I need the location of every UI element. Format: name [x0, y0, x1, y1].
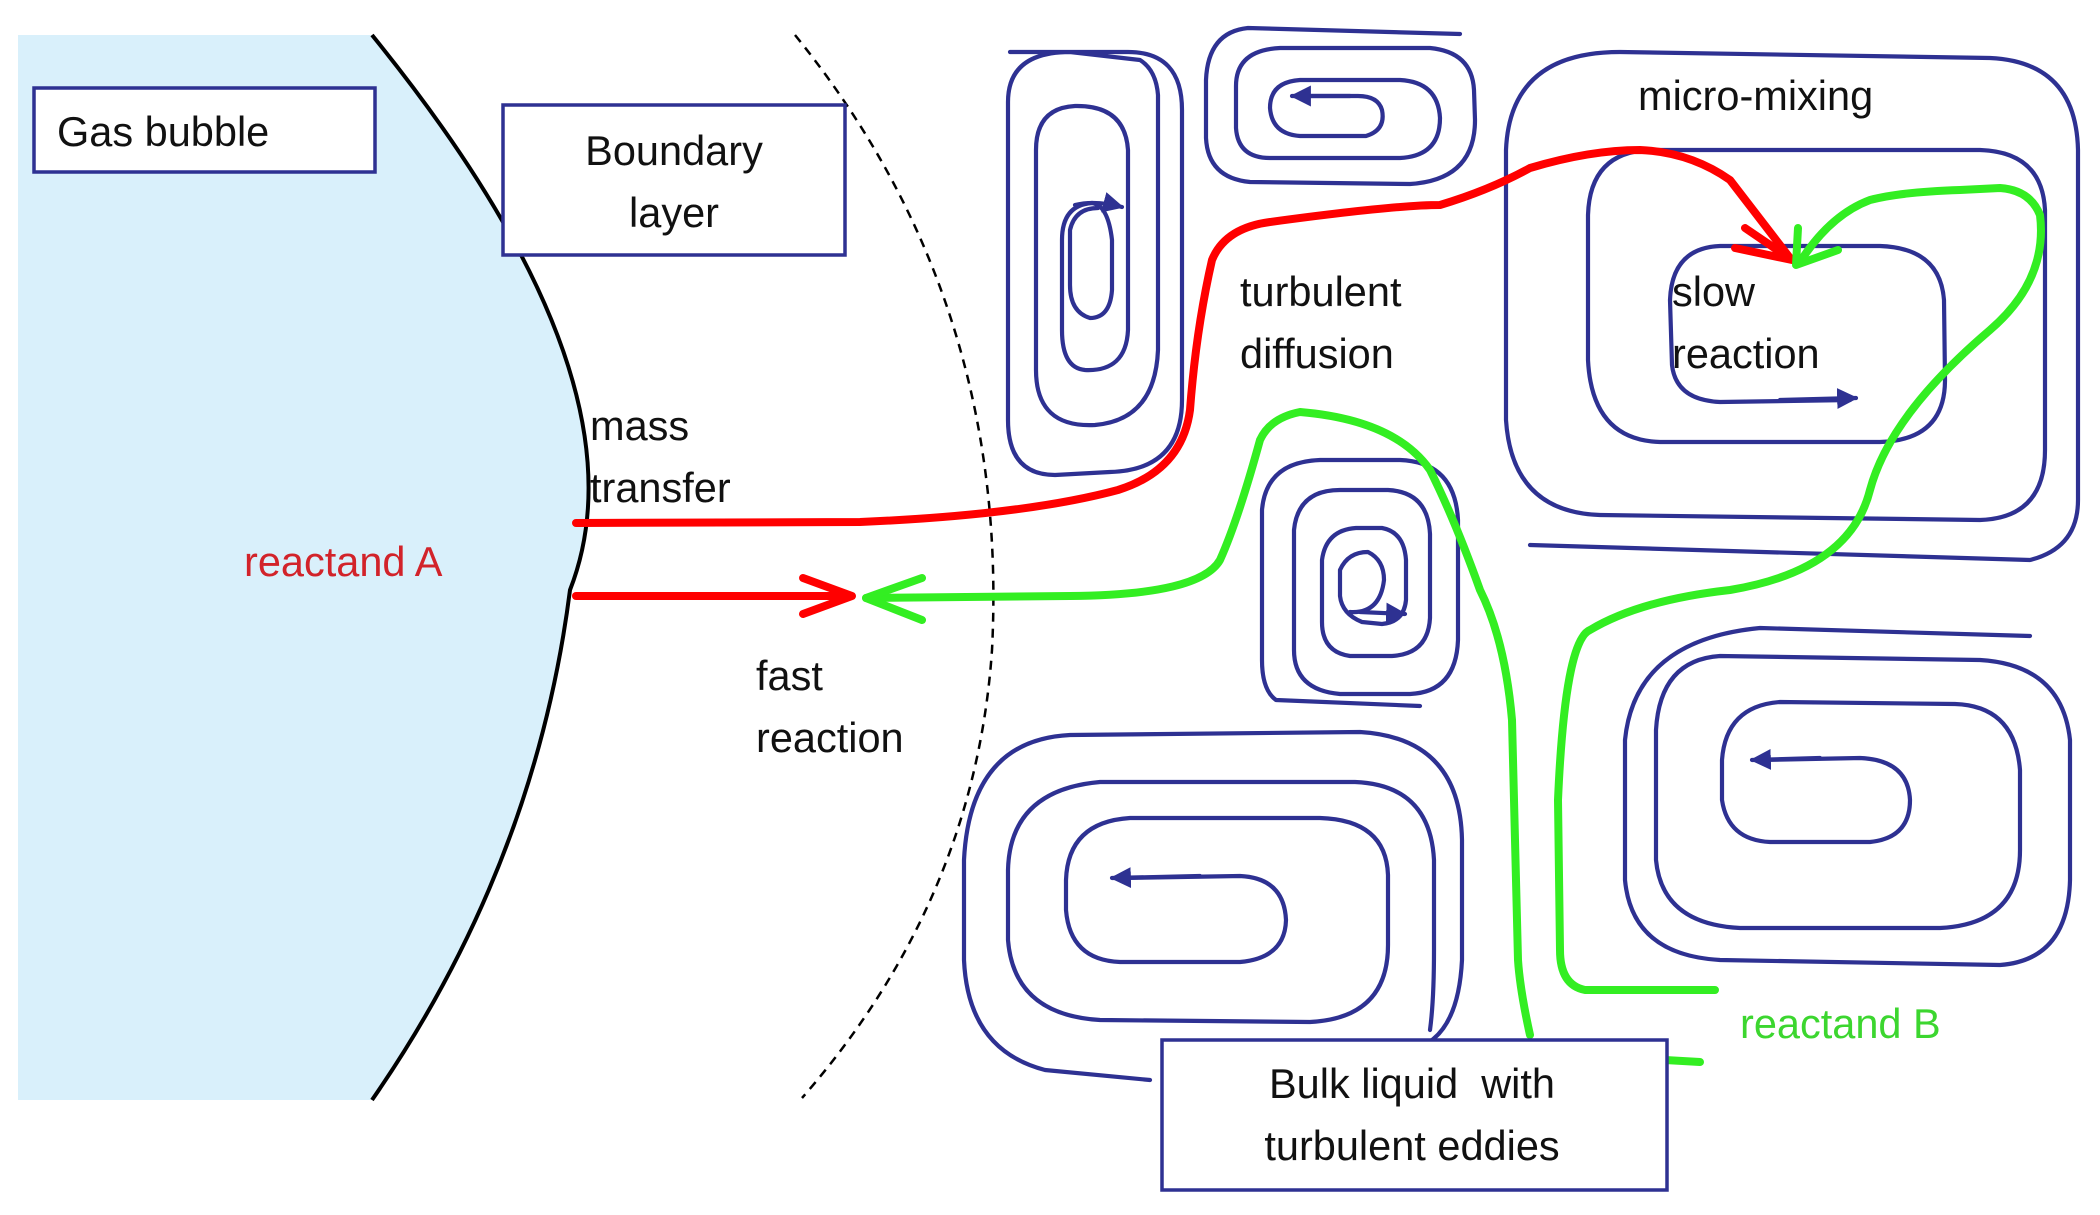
slow-reaction-label-line1: slow — [1672, 268, 1756, 315]
fast-reaction-label-line2: reaction — [756, 714, 904, 761]
turbulent-diffusion-label-line2: diffusion — [1240, 330, 1394, 377]
reactand-a-diffusion-path — [572, 146, 1794, 527]
reactand-b-path — [1554, 184, 2045, 994]
micro-mixing-label: micro-mixing — [1638, 72, 1873, 119]
boundary-layer-label-line2: layer — [629, 189, 719, 236]
gas-bubble-label-box: Gas bubble — [32, 86, 377, 174]
red-arrowhead-fast — [799, 574, 856, 618]
mass-transfer-label-line1: mass — [590, 402, 689, 449]
gas-bubble-label: Gas bubble — [57, 108, 269, 155]
turbulent-diffusion-label-line1: turbulent — [1240, 268, 1402, 315]
green-arrowhead-fast — [862, 574, 926, 624]
eddy-2 — [1203, 25, 1478, 187]
slow-reaction-label-line2: reaction — [1672, 330, 1820, 377]
boundary-layer-label-line1: Boundary — [585, 127, 763, 174]
green-arrowhead-slow — [1792, 224, 1842, 269]
eddy-3 — [1259, 457, 1461, 709]
eddy-5 — [961, 729, 1465, 1083]
bulk-liquid-label-box: Bulk liquid with turbulent eddies — [1160, 1038, 1669, 1192]
red-arrowhead-slow — [1731, 224, 1796, 264]
boundary-layer-label-box: Boundary layer — [501, 103, 847, 257]
fast-reaction-label-line1: fast — [756, 652, 823, 699]
eddy-1 — [1005, 49, 1185, 478]
boundary-layer-edge — [794, 34, 995, 1099]
bulk-liquid-label-line2: turbulent eddies — [1264, 1122, 1559, 1169]
eddy-4 — [1503, 49, 2081, 563]
reactand-b-label: reactand B — [1740, 1000, 1941, 1047]
eddy-6 — [1622, 625, 2073, 968]
gas-bubble — [18, 35, 589, 1100]
reactand-a-label: reactand A — [244, 538, 443, 585]
mass-transfer-label-line2: transfer — [590, 464, 731, 511]
reactand-b-branch — [862, 408, 1704, 1066]
bulk-liquid-label-line1: Bulk liquid with — [1269, 1060, 1555, 1107]
